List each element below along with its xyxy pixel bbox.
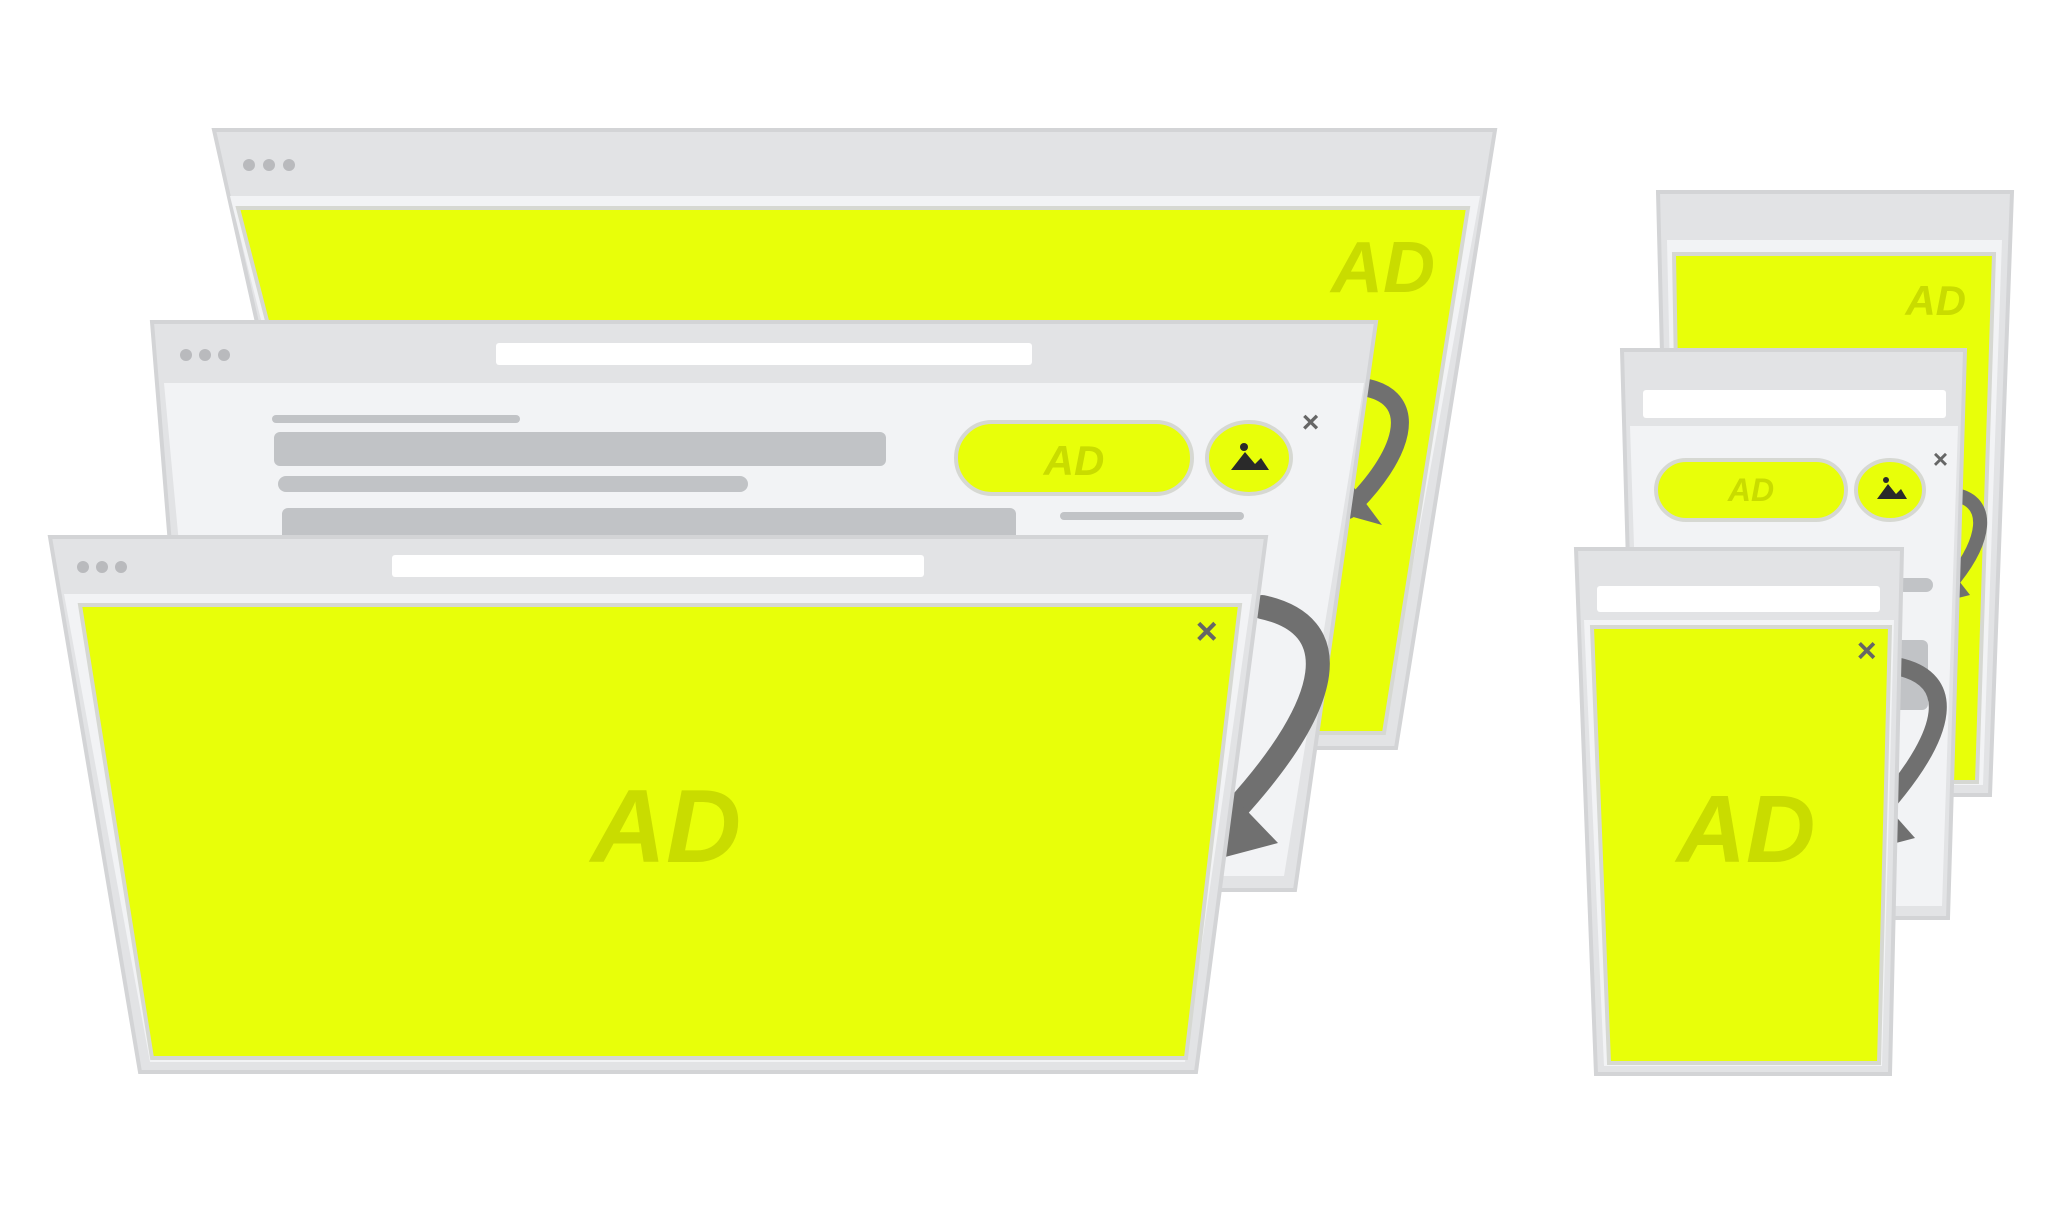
url-bar [1643, 390, 1946, 418]
ad-label: AD [1329, 228, 1435, 308]
ad-label: AD [1675, 776, 1816, 883]
text-line [278, 476, 748, 492]
three-dots-icon [77, 561, 127, 573]
mobile-front-window: × AD [1573, 547, 1905, 1076]
ad-label: AD [588, 769, 741, 885]
ad-label: AD [1043, 437, 1105, 484]
banner-ad [1654, 458, 1848, 522]
text-line [1897, 578, 1933, 592]
ad-label: AD [1904, 277, 1966, 324]
banner-ad [954, 420, 1194, 496]
url-bar [1597, 586, 1880, 612]
text-line [1060, 512, 1244, 520]
close-icon[interactable]: × [1195, 611, 1217, 653]
text-block [274, 432, 886, 466]
interstitial-ad [1589, 625, 1893, 1065]
image-icon [1231, 443, 1269, 470]
text-block [282, 508, 1016, 542]
url-bar [392, 555, 924, 577]
close-icon[interactable]: × [1932, 444, 1947, 474]
three-dots-icon [180, 349, 230, 361]
ad-label: AD [1727, 472, 1774, 508]
url-bar [496, 343, 1032, 365]
three-dots-icon [243, 159, 295, 171]
text-line [272, 415, 520, 423]
close-icon[interactable]: × [1301, 406, 1319, 439]
close-icon[interactable]: × [1856, 632, 1876, 670]
desktop-front-window: × AD [47, 535, 1269, 1074]
image-icon [1877, 477, 1907, 499]
interstitial-ad [77, 603, 1243, 1060]
